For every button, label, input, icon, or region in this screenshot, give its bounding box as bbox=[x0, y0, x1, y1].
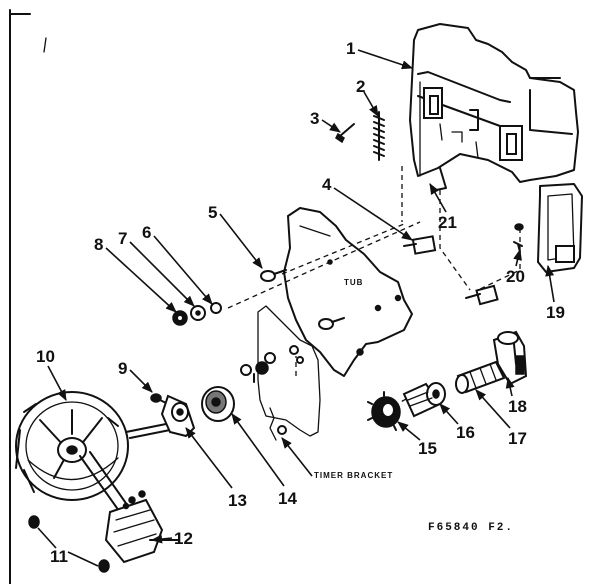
page-border bbox=[9, 9, 47, 584]
callout-leaders bbox=[37, 49, 555, 567]
leader-9 bbox=[129, 369, 153, 393]
callout-3: 3 bbox=[310, 109, 319, 128]
side-plate bbox=[537, 183, 583, 273]
clip-11 bbox=[28, 515, 110, 573]
tub-bracket bbox=[283, 207, 413, 377]
callout-20: 20 bbox=[506, 267, 525, 286]
callout-9: 9 bbox=[118, 359, 127, 378]
leader-20 bbox=[513, 248, 522, 267]
leader-7 bbox=[129, 241, 195, 307]
callout-21: 21 bbox=[438, 213, 457, 232]
callout-numbers: 1 2 3 4 5 6 7 8 9 10 11 12 13 14 15 16 1… bbox=[36, 39, 565, 566]
leader-3 bbox=[321, 119, 341, 133]
leader-17 bbox=[475, 389, 511, 429]
housing-cover bbox=[409, 23, 579, 191]
pin bbox=[335, 123, 355, 144]
leader-4 bbox=[333, 187, 413, 241]
timer-12 bbox=[104, 490, 179, 564]
leader-8 bbox=[105, 247, 177, 313]
callout-4: 4 bbox=[322, 175, 332, 194]
callout-17: 17 bbox=[508, 429, 527, 448]
gear-15 bbox=[367, 391, 401, 431]
leader-14 bbox=[231, 413, 285, 487]
dial-knob-10 bbox=[15, 391, 143, 533]
callout-6: 6 bbox=[142, 223, 151, 242]
leader-6 bbox=[153, 235, 213, 305]
timer-bracket bbox=[257, 305, 321, 441]
callout-13: 13 bbox=[228, 491, 247, 510]
screw-plate bbox=[318, 317, 345, 330]
bolt-upper bbox=[403, 235, 437, 255]
leader-5 bbox=[219, 213, 263, 269]
callout-18: 18 bbox=[508, 397, 527, 416]
leader-13 bbox=[185, 427, 233, 489]
leader-21 bbox=[429, 183, 447, 213]
bushing-16 bbox=[402, 382, 446, 418]
callout-16: 16 bbox=[456, 423, 475, 442]
callout-5: 5 bbox=[208, 203, 217, 222]
leader-1 bbox=[357, 49, 414, 70]
figure-code: F65840 F2. bbox=[428, 522, 514, 534]
callout-10: 10 bbox=[36, 347, 55, 366]
callout-11: 11 bbox=[50, 547, 68, 566]
leader-timer-bracket bbox=[281, 437, 313, 477]
leader-16 bbox=[439, 403, 459, 425]
tub-label: TUB bbox=[344, 278, 363, 287]
callout-1: 1 bbox=[346, 39, 355, 58]
callout-12: 12 bbox=[174, 529, 193, 548]
nut-14 bbox=[201, 386, 235, 422]
linkage-13 bbox=[125, 394, 196, 439]
leader-18 bbox=[505, 376, 515, 397]
leader-15 bbox=[397, 421, 421, 441]
callout-15: 15 bbox=[418, 439, 437, 458]
spacer-parts bbox=[240, 352, 276, 383]
small-screw bbox=[513, 223, 524, 253]
callout-7: 7 bbox=[118, 229, 127, 248]
callout-19: 19 bbox=[546, 303, 565, 322]
leader-19 bbox=[545, 264, 555, 303]
timer-bracket-label: TIMER BRACKET bbox=[314, 471, 393, 480]
screw-5 bbox=[260, 269, 287, 282]
shaft-17 bbox=[455, 360, 506, 394]
nut-8 bbox=[172, 310, 188, 326]
spring bbox=[373, 111, 385, 161]
bolt-right bbox=[465, 284, 499, 306]
screw-9 bbox=[150, 393, 169, 405]
washer-7 bbox=[190, 305, 206, 321]
leader-10 bbox=[47, 365, 67, 401]
callout-2: 2 bbox=[356, 77, 365, 96]
leader-2 bbox=[363, 91, 379, 117]
leader-11 bbox=[37, 527, 99, 567]
assembly-lines bbox=[227, 166, 521, 411]
callout-8: 8 bbox=[94, 235, 103, 254]
callout-14: 14 bbox=[278, 489, 297, 508]
coupler-18 bbox=[492, 330, 528, 386]
leader-12 bbox=[150, 534, 173, 544]
washer-6 bbox=[210, 302, 222, 314]
